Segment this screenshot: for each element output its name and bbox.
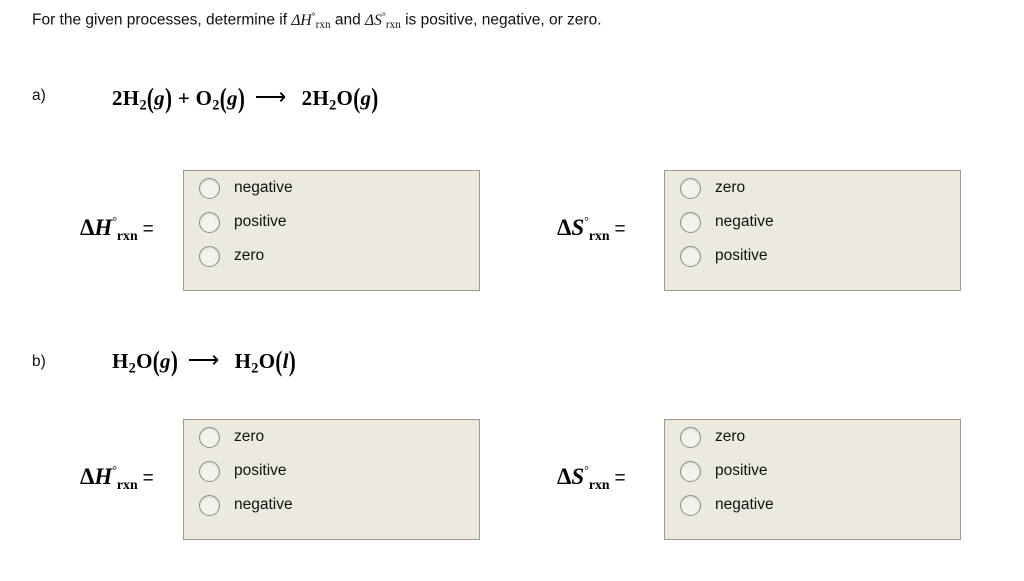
option-label: negative <box>715 496 774 513</box>
radio-button-icon[interactable] <box>199 460 220 482</box>
radio-button-icon[interactable] <box>680 211 701 233</box>
option-label: negative <box>234 496 293 513</box>
prompt-mid: and <box>330 11 366 29</box>
option-label: zero <box>234 247 265 264</box>
part-a-reactants: 2H2(g) + O2(g) <box>112 81 246 115</box>
option-row[interactable]: zero <box>665 420 960 454</box>
reaction-arrow-icon: ⟶ <box>254 84 287 109</box>
option-row[interactable]: negative <box>184 488 479 522</box>
option-label: positive <box>234 462 287 479</box>
radio-button-icon[interactable] <box>199 245 220 267</box>
option-row[interactable]: positive <box>184 205 479 239</box>
option-label: positive <box>234 213 287 230</box>
delta-s-symbol: ΔS°rxn <box>365 11 401 31</box>
prompt-pre: For the given processes, determine if <box>32 11 292 29</box>
delta-s-subscript: rxn <box>385 18 401 31</box>
radio-button-icon[interactable] <box>680 460 701 482</box>
option-label: negative <box>234 179 293 196</box>
part-a-products: 2H2O(g) <box>296 81 379 115</box>
option-row[interactable]: negative <box>184 171 479 205</box>
prompt-post: is positive, negative, or zero. <box>400 11 602 29</box>
part-b-delta-s-options: zero positive negative <box>664 419 961 540</box>
part-b-equation: H2O(g) ⟶ H2O(l) <box>112 344 297 378</box>
radio-button-icon[interactable] <box>199 494 220 516</box>
delta-h-symbol: ΔH°rxn <box>291 11 331 31</box>
part-a-delta-h-label: ΔH°rxn= <box>80 215 154 243</box>
radio-button-icon[interactable] <box>680 426 701 448</box>
option-row[interactable]: zero <box>665 171 960 205</box>
option-row[interactable]: positive <box>665 239 960 273</box>
question-prompt: For the given processes, determine if ΔH… <box>32 11 602 31</box>
radio-button-icon[interactable] <box>680 177 701 199</box>
option-label: zero <box>715 179 746 196</box>
option-row[interactable]: zero <box>184 420 479 454</box>
part-a-label: a) <box>32 87 46 104</box>
option-row[interactable]: positive <box>184 454 479 488</box>
option-label: zero <box>234 428 265 445</box>
option-label: positive <box>715 247 768 264</box>
delta-h-subscript: rxn <box>315 18 331 31</box>
reaction-arrow-icon: ⟶ <box>187 347 220 372</box>
option-row[interactable]: negative <box>665 488 960 522</box>
part-a-delta-s-label: ΔS°rxn= <box>557 215 626 243</box>
radio-button-icon[interactable] <box>680 494 701 516</box>
radio-button-icon[interactable] <box>199 177 220 199</box>
part-b-reactants: H2O(g) <box>112 344 179 378</box>
radio-button-icon[interactable] <box>680 245 701 267</box>
option-row[interactable]: negative <box>665 205 960 239</box>
part-b-products: H2O(l) <box>229 344 297 378</box>
part-b-label: b) <box>32 353 46 370</box>
part-b-delta-h-options: zero positive negative <box>183 419 480 540</box>
radio-button-icon[interactable] <box>199 211 220 233</box>
part-a-delta-h-options: negative positive zero <box>183 170 480 291</box>
option-row[interactable]: positive <box>665 454 960 488</box>
option-label: zero <box>715 428 746 445</box>
option-label: positive <box>715 462 768 479</box>
part-b-delta-h-label: ΔH°rxn= <box>80 464 154 492</box>
option-row[interactable]: zero <box>184 239 479 273</box>
part-b-delta-s-label: ΔS°rxn= <box>557 464 626 492</box>
part-a-equation: 2H2(g) + O2(g) ⟶ 2H2O(g) <box>112 81 379 115</box>
option-label: negative <box>715 213 774 230</box>
part-a-delta-s-options: zero negative positive <box>664 170 961 291</box>
radio-button-icon[interactable] <box>199 426 220 448</box>
